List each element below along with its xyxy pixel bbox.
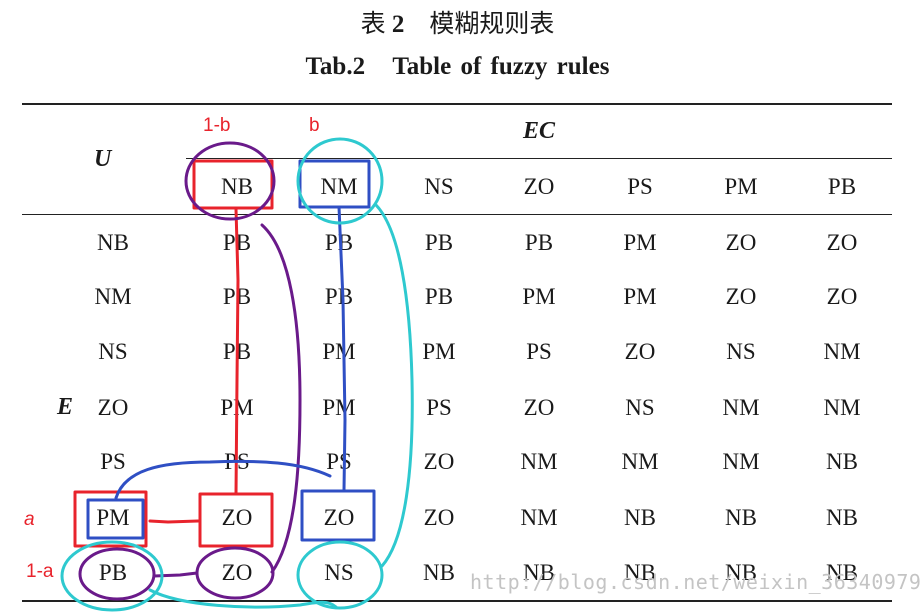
- table-cell: NM: [823, 395, 861, 420]
- table-cell: PM: [422, 339, 456, 364]
- table-cell: ZO: [221, 505, 253, 530]
- table-cell: PM: [220, 395, 254, 420]
- table-cell: PM: [623, 284, 657, 309]
- caption-cn-number: 2: [391, 11, 405, 38]
- table-cell: ZO: [323, 505, 355, 530]
- table-cell: PB: [424, 230, 454, 255]
- table-cell: NS: [625, 395, 655, 420]
- column-group-label-ec: EC: [523, 118, 556, 144]
- table-cell: ZO: [725, 230, 757, 255]
- header-bottom-rule: [22, 214, 892, 215]
- row-header: NM: [94, 284, 132, 309]
- table-cell: NB: [725, 505, 757, 530]
- corner-label-u: U: [94, 146, 112, 172]
- row-header: ZO: [97, 395, 129, 420]
- table-cell: PS: [224, 449, 250, 474]
- table-cell: PS: [426, 395, 452, 420]
- table-cell: PB: [222, 284, 252, 309]
- ec-group-rule: [186, 158, 892, 159]
- table-cell: ZO: [523, 395, 555, 420]
- table-cell: NB: [423, 560, 455, 585]
- table-cell: PB: [324, 230, 354, 255]
- row-header: NB: [97, 230, 129, 255]
- table-cell: ZO: [423, 505, 455, 530]
- caption-english: Tab.2 Table of fuzzy rules: [305, 53, 610, 80]
- column-header: NB: [221, 174, 253, 199]
- caption-cn-prefix: 表: [360, 11, 386, 38]
- table-cell: PM: [522, 284, 556, 309]
- purple-line-to-zo: [152, 571, 199, 578]
- table-top-rule: [22, 103, 892, 105]
- table-cell: PB: [222, 339, 252, 364]
- table-cell: NB: [826, 560, 858, 585]
- table-cell: NB: [523, 560, 555, 585]
- table-cell: NB: [725, 560, 757, 585]
- column-header: PS: [627, 174, 653, 199]
- table-cell: PS: [326, 449, 352, 474]
- table-cell: NM: [722, 449, 760, 474]
- row-header: PM: [96, 505, 130, 530]
- cyan-line-bottom: [148, 588, 338, 609]
- table-cell: PM: [623, 230, 657, 255]
- table-cell: PB: [324, 284, 354, 309]
- column-header: PB: [827, 174, 857, 199]
- table-bottom-rule: [22, 600, 892, 602]
- caption-chinese: 表 2 模糊规则表: [0, 4, 915, 40]
- table-cell: ZO: [423, 449, 455, 474]
- row-header: PB: [98, 560, 128, 585]
- column-header: ZO: [523, 174, 555, 199]
- table-cell: NS: [726, 339, 756, 364]
- table-cell: NM: [621, 449, 659, 474]
- table-cell: NM: [520, 449, 558, 474]
- annotation-label-b: b: [309, 115, 320, 136]
- table-cell: ZO: [221, 560, 253, 585]
- table-cell: ZO: [826, 284, 858, 309]
- column-header: NM: [320, 174, 358, 199]
- table-cell: PB: [222, 230, 252, 255]
- row-header: PS: [100, 449, 126, 474]
- table-cell: NB: [624, 505, 656, 530]
- table-cell: NM: [722, 395, 760, 420]
- watermark: http://blog.csdn.net/weixin_36340979: [470, 570, 921, 594]
- column-header: PM: [724, 174, 758, 199]
- table-cell: NM: [520, 505, 558, 530]
- annotation-label-a: a: [24, 509, 35, 530]
- column-header: NS: [424, 174, 454, 199]
- table-cell: PS: [526, 339, 552, 364]
- table-cell: PM: [322, 395, 356, 420]
- annotation-label-1a: 1-a: [26, 561, 54, 582]
- table-cell: PB: [524, 230, 554, 255]
- table-cell: PM: [322, 339, 356, 364]
- table-cell: NM: [823, 339, 861, 364]
- table-cell: NB: [826, 505, 858, 530]
- row-group-label-e: E: [57, 394, 74, 420]
- red-line-horizontal: [148, 519, 200, 524]
- table-cell: PB: [424, 284, 454, 309]
- table-cell: NB: [624, 560, 656, 585]
- caption-cn-title: 模糊规则表: [429, 11, 555, 38]
- table-cell: NS: [324, 560, 354, 585]
- row-header: NS: [98, 339, 128, 364]
- table-cell: NB: [826, 449, 858, 474]
- annotation-label-1b: 1-b: [203, 115, 231, 136]
- table-cell: ZO: [826, 230, 858, 255]
- table-cell: ZO: [624, 339, 656, 364]
- table-cell: ZO: [725, 284, 757, 309]
